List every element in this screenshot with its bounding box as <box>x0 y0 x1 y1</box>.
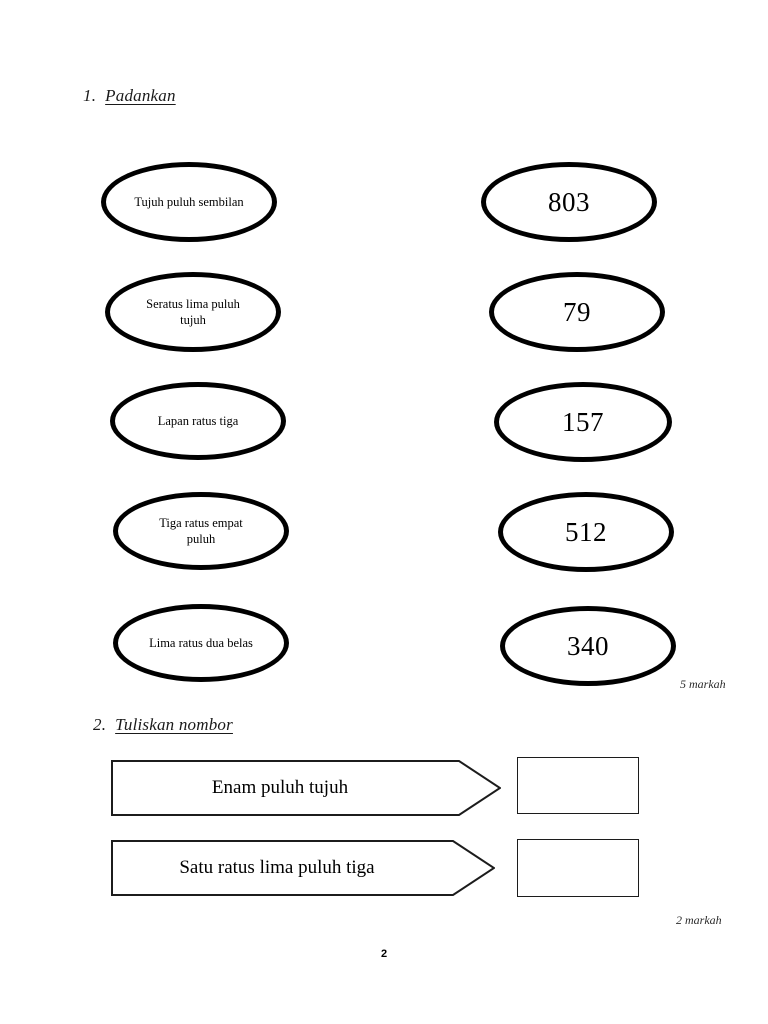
question-1-number: 1. <box>83 86 97 105</box>
number-word-arrow: Satu ratus lima puluh tiga <box>111 840 495 896</box>
match-number-oval[interactable]: 340 <box>500 606 676 686</box>
number-word-label: Enam puluh tujuh <box>211 777 349 798</box>
question-2-heading: 2. Tuliskan nombor <box>93 715 233 735</box>
match-number-oval[interactable]: 803 <box>481 162 657 242</box>
match-number-label: 340 <box>567 630 609 661</box>
match-number-oval[interactable]: 79 <box>489 272 665 352</box>
page-number: 2 <box>380 948 388 960</box>
match-word-label: Lima ratus dua belas <box>149 636 253 650</box>
question-2-number: 2. <box>93 715 107 734</box>
match-number-oval[interactable]: 157 <box>494 382 672 462</box>
question-1-title: Padankan <box>105 86 176 105</box>
question-2-title: Tuliskan nombor <box>115 715 233 734</box>
match-number-label: 512 <box>565 516 607 547</box>
question-2-marks-note: 2 markah <box>676 913 722 927</box>
match-number-oval[interactable]: 512 <box>498 492 674 572</box>
number-word-label: Satu ratus lima puluh tiga <box>179 857 375 878</box>
match-word-oval[interactable]: Seratus lima puluh tujuh <box>105 272 281 352</box>
match-number-label: 157 <box>562 406 604 437</box>
match-number-label: 79 <box>563 296 591 327</box>
number-word-arrow: Enam puluh tujuh <box>111 760 501 816</box>
match-word-oval[interactable]: Lima ratus dua belas <box>113 604 289 682</box>
match-word-label: Tiga ratus empat puluh <box>159 516 243 546</box>
match-word-label: Lapan ratus tiga <box>157 414 239 428</box>
match-word-oval[interactable]: Tiga ratus empat puluh <box>113 492 289 570</box>
arrow-right-icon <box>111 840 495 896</box>
arrow-right-icon <box>111 760 501 816</box>
match-word-label: Seratus lima puluh tujuh <box>146 297 240 327</box>
question-1-heading: 1. Padankan <box>83 86 176 106</box>
answer-box[interactable] <box>517 757 639 814</box>
match-word-oval[interactable]: Tujuh puluh sembilan <box>101 162 277 242</box>
match-number-label: 803 <box>548 186 590 217</box>
answer-box[interactable] <box>517 839 639 897</box>
match-word-oval[interactable]: Lapan ratus tiga <box>110 382 286 460</box>
question-1-marks-note: 5 markah <box>680 677 726 691</box>
match-word-label: Tujuh puluh sembilan <box>134 195 244 209</box>
